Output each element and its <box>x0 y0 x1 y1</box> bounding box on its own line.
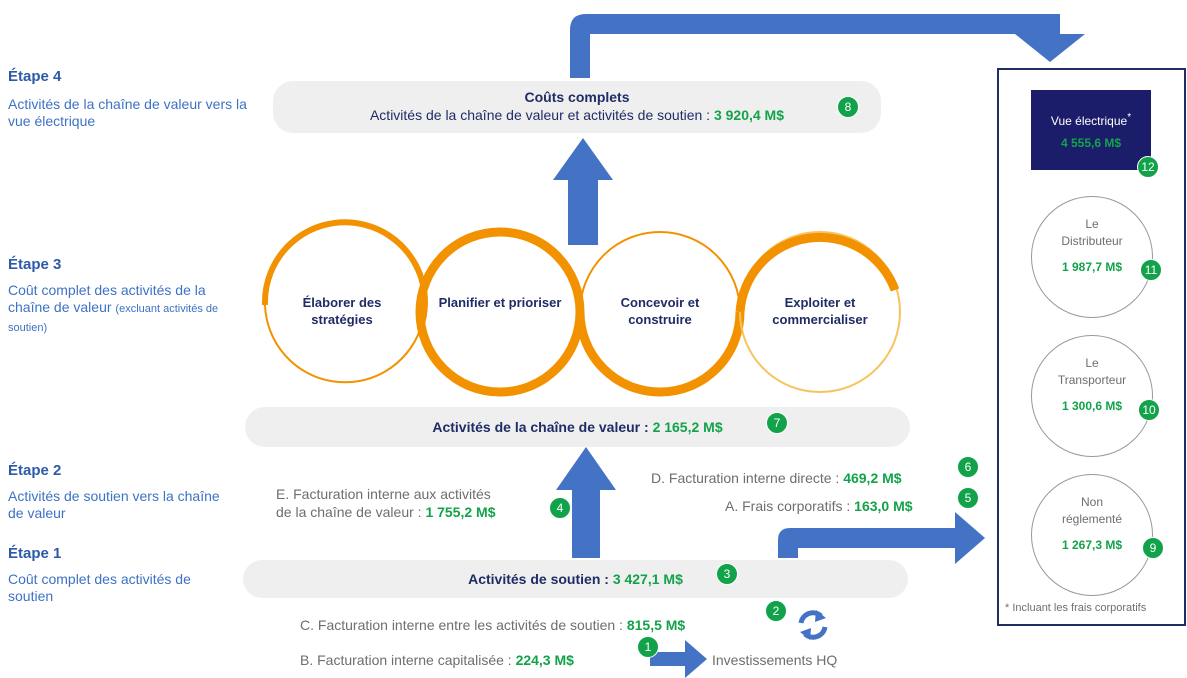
badge-4: 4 <box>549 497 571 519</box>
badge-7: 7 <box>766 412 788 434</box>
step-2-title: Étape 2 <box>8 462 62 479</box>
transporter-circle: Le Transporteur 1 300,6 M$ <box>1031 335 1153 457</box>
transporter-line1: Le <box>1085 356 1099 370</box>
non-regulated-line2: réglementé <box>1061 512 1123 526</box>
step-4-desc: Activités de la chaîne de valeur vers la… <box>8 96 247 129</box>
electric-view-box: Vue électrique* 4 555,6 M$ <box>1031 90 1151 170</box>
arrow-to-non-regulated <box>778 512 985 564</box>
badge-11: 11 <box>1140 259 1162 281</box>
loop-label-design: Concevoir et construire <box>620 295 700 327</box>
electric-view-title: Vue électrique* <box>1031 112 1151 128</box>
billing-c-value: 815,5 M$ <box>626 617 686 633</box>
electric-view-value: 4 555,6 M$ <box>1060 136 1122 150</box>
step-3-desc-main: Coût complet des activités de la chaîne … <box>8 282 206 315</box>
distributor-line1: Le <box>1085 217 1099 231</box>
arrow-to-investments <box>650 640 707 678</box>
billing-d-line: D. Facturation interne directe : 469,2 M… <box>651 470 902 486</box>
corporate-a-value: 163,0 M$ <box>854 498 913 514</box>
full-costs-value: 3 920,4 M$ <box>713 107 785 123</box>
badge-12: 12 <box>1137 156 1159 178</box>
badge-10: 10 <box>1138 399 1160 421</box>
footnote: * Incluant les frais corporatifs <box>1005 602 1147 614</box>
billing-e-line2: de la chaîne de valeur : 1 755,2 M$ <box>276 504 496 520</box>
billing-d-label: D. Facturation interne directe : <box>651 470 840 486</box>
badge-5: 5 <box>957 487 979 509</box>
step-3-desc-small: (excluant activités de soutien) <box>8 303 219 334</box>
billing-e-value: 1 755,2 M$ <box>425 504 496 520</box>
electric-view-asterisk: * <box>1127 112 1132 123</box>
full-costs-label: Activités de la chaîne de valeur et acti… <box>369 107 711 123</box>
badge-3: 3 <box>716 563 738 585</box>
electric-view-panel: Vue électrique* 4 555,6 M$ 12 Le Distrib… <box>997 68 1186 626</box>
billing-d-value: 469,2 M$ <box>843 470 902 486</box>
loop-3-arc <box>579 230 741 313</box>
billing-e-line1: E. Facturation interne aux activités <box>276 486 491 502</box>
badge-9: 9 <box>1142 537 1164 559</box>
transporter-value: 1 300,6 M$ <box>1061 399 1123 413</box>
distributor-value: 1 987,7 M$ <box>1061 260 1123 274</box>
loop-label-strategies: Élaborer des stratégies <box>302 295 382 327</box>
billing-b-line: B. Facturation interne capitalisée : 224… <box>300 652 574 668</box>
badge-1: 1 <box>637 636 659 658</box>
corporate-a-label: A. Frais corporatifs : <box>725 498 851 514</box>
loop-2-circle <box>415 227 585 397</box>
investments-label: Investissements HQ <box>712 652 838 668</box>
corporate-a-line: A. Frais corporatifs : 163,0 M$ <box>725 498 913 514</box>
step-1-title: Étape 1 <box>8 545 62 562</box>
billing-e-label: de la chaîne de valeur : <box>276 504 422 520</box>
step-2-desc: Activités de soutien vers la chaîne de v… <box>8 488 220 521</box>
step-4-title: Étape 4 <box>8 68 62 85</box>
step-3-desc: Coût complet des activités de la chaîne … <box>8 282 233 337</box>
support-pill: Activités de soutien : 3 427,1 M$ <box>243 560 908 598</box>
billing-c-line: C. Facturation interne entre les activit… <box>300 617 685 633</box>
arrow-up-billing-e <box>556 447 616 558</box>
value-chain-label: Activités de la chaîne de valeur : <box>432 419 649 435</box>
distributor-line2: Distributeur <box>1061 234 1123 248</box>
support-label: Activités de soutien : <box>468 571 609 587</box>
electric-view-label: Vue électrique <box>1050 114 1128 128</box>
step-1-desc: Coût complet des activités de soutien <box>8 571 191 604</box>
step-3-title: Étape 3 <box>8 256 62 273</box>
billing-b-value: 224,3 M$ <box>515 652 574 668</box>
full-costs-pill: Coûts complets Activités de la chaîne de… <box>273 81 881 133</box>
billing-b-label: B. Facturation interne capitalisée : <box>300 652 512 668</box>
distributor-circle: Le Distributeur 1 987,7 M$ <box>1031 196 1153 318</box>
value-chain-loops <box>261 219 901 397</box>
non-regulated-circle: Non réglementé 1 267,3 M$ <box>1031 474 1153 596</box>
value-chain-pill: Activités de la chaîne de valeur : 2 165… <box>245 407 910 447</box>
full-costs-title: Coûts complets <box>524 89 630 105</box>
billing-c-label: C. Facturation interne entre les activit… <box>300 617 623 633</box>
arrow-up-value-chain <box>553 138 613 245</box>
loop-label-plan: Planifier et prioriser <box>438 295 562 310</box>
value-chain-value: 2 165,2 M$ <box>652 419 723 435</box>
refresh-cycle-icon <box>798 610 828 640</box>
arrow-to-electric-view <box>570 14 1085 78</box>
non-regulated-value: 1 267,3 M$ <box>1061 538 1123 552</box>
support-value: 3 427,1 M$ <box>612 571 683 587</box>
full-costs-line: Activités de la chaîne de valeur et acti… <box>273 107 881 123</box>
non-regulated-line1: Non <box>1080 495 1103 509</box>
badge-6: 6 <box>957 456 979 478</box>
transporter-line2: Transporteur <box>1057 373 1127 387</box>
badge-2: 2 <box>765 600 787 622</box>
loop-label-operate: Exploiter et commercialiser <box>772 295 868 327</box>
badge-8: 8 <box>837 96 859 118</box>
